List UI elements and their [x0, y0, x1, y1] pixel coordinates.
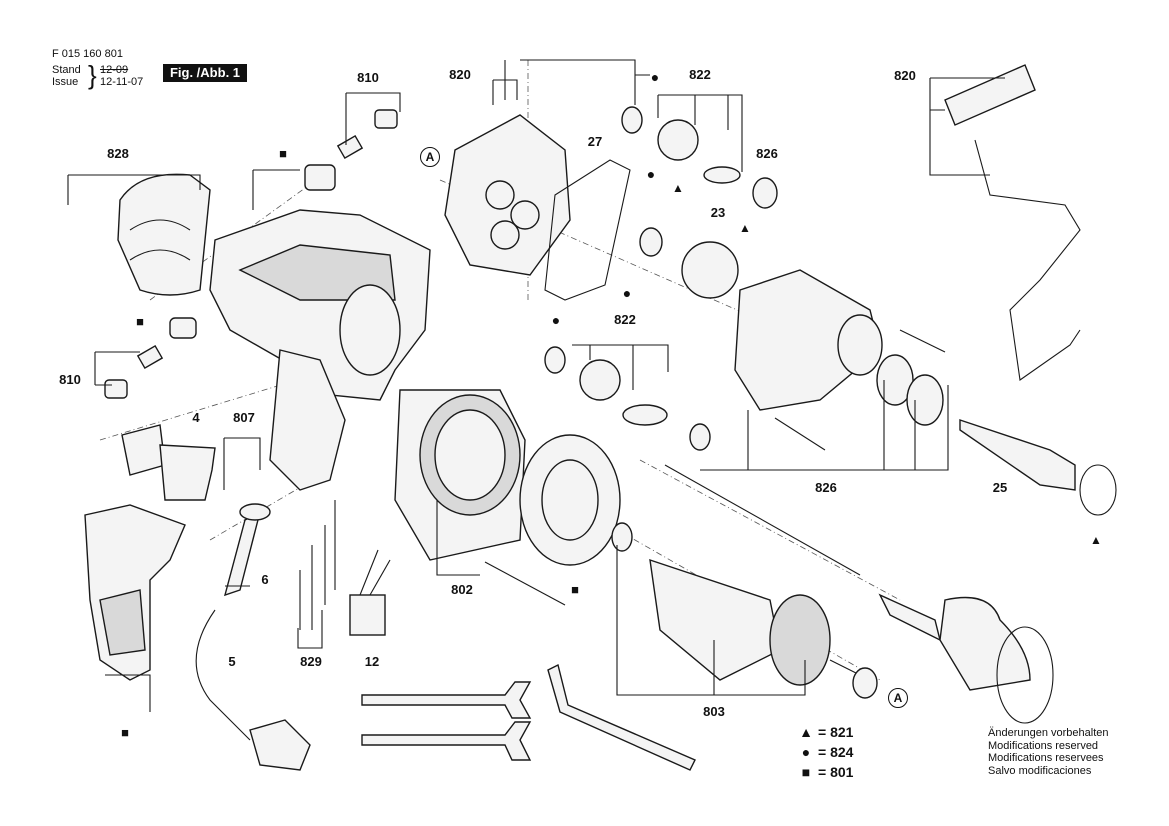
note-line: Änderungen vorbehalten	[988, 727, 1109, 739]
square-marker: ■	[571, 582, 579, 597]
callout-4: 4	[192, 410, 200, 425]
callout-829: 829	[300, 654, 322, 669]
circle-icon: ●	[801, 744, 811, 760]
dot-marker: ●	[650, 69, 660, 85]
legend-row: ■ = 801	[798, 762, 854, 782]
capacitor	[349, 549, 391, 636]
note-line: Modifications reservees	[988, 752, 1104, 764]
callout-810-top: 810	[357, 70, 379, 85]
spindle	[959, 419, 1117, 516]
gear-housing	[734, 269, 944, 426]
callout-23: 23	[710, 205, 726, 220]
triangle-icon: ▲	[799, 724, 813, 740]
note-line: Modifications reserved	[988, 739, 1099, 752]
callout-5: 5	[228, 654, 236, 669]
gear-housing-flange	[444, 114, 571, 276]
power-cable	[195, 609, 311, 771]
legend-text: = 821	[818, 724, 854, 740]
gasket	[544, 159, 631, 301]
triangle-marker: ▲	[672, 181, 684, 195]
cable-protector	[223, 503, 271, 597]
square-marker: ■	[279, 146, 287, 161]
handle-grip	[84, 504, 186, 681]
dot-marker: ●	[646, 166, 656, 182]
callout-810-left: 810	[59, 372, 81, 387]
armature	[649, 558, 878, 699]
brush-holders	[104, 109, 398, 399]
brush-springs	[299, 500, 336, 630]
callout-820-top: 820	[449, 67, 471, 82]
callout-12: 12	[364, 654, 380, 669]
figure-label: Fig. /Abb. 1	[163, 64, 247, 82]
callout-822-top: 822	[689, 67, 711, 82]
callout-828: 828	[107, 146, 129, 161]
callout-802: 802	[451, 582, 473, 597]
fan	[519, 434, 621, 566]
callout-822-mid: 822	[614, 312, 636, 327]
bearings	[544, 106, 778, 552]
square-marker: ■	[121, 725, 129, 740]
gears	[579, 119, 741, 426]
switch	[121, 424, 216, 501]
handle-cover	[117, 173, 211, 296]
callout-826-top: 826	[756, 146, 778, 161]
header-brace: }	[88, 60, 97, 90]
square-icon: ■	[801, 764, 811, 780]
callout-803: 803	[703, 704, 725, 719]
callout-820-right: 820	[894, 68, 916, 83]
symbol-legend: ▲ = 821 ● = 824 ■ = 801	[798, 722, 853, 782]
callout-6: 6	[261, 572, 269, 587]
legend-row: ● = 824	[798, 742, 854, 762]
legend-text: = 824	[818, 744, 854, 760]
callout-27: 27	[587, 134, 603, 149]
legend-row: ▲ = 821	[798, 722, 853, 742]
square-marker: ■	[136, 314, 144, 329]
dot-marker: ●	[622, 285, 632, 301]
stand-date: 12-09	[100, 64, 129, 76]
mixing-paddle	[664, 464, 1054, 724]
note-line: Salvo modificaciones	[988, 764, 1092, 777]
dot-marker: ●	[551, 312, 561, 328]
stand-label: Stand	[52, 64, 81, 76]
modification-notes: Änderungen vorbehalten Modifications res…	[988, 727, 1108, 777]
stator	[394, 389, 526, 561]
motor-housing	[209, 209, 431, 491]
callout-826-bottom: 826	[815, 480, 837, 495]
callout-807: 807	[233, 410, 255, 425]
callout-25: 25	[992, 480, 1008, 495]
issue-date: 12-11-07	[100, 76, 144, 88]
legend-text: = 801	[818, 764, 854, 780]
triangle-marker: ▲	[1090, 533, 1102, 547]
auxiliary-handle	[944, 64, 1081, 381]
wrenches	[361, 663, 696, 771]
connection-marker-a-top: A	[420, 147, 440, 167]
document-number: F 015 160 801	[52, 48, 123, 60]
connection-marker-a-bottom: A	[888, 688, 908, 708]
issue-label: Issue	[52, 76, 79, 88]
triangle-marker: ▲	[739, 221, 751, 235]
